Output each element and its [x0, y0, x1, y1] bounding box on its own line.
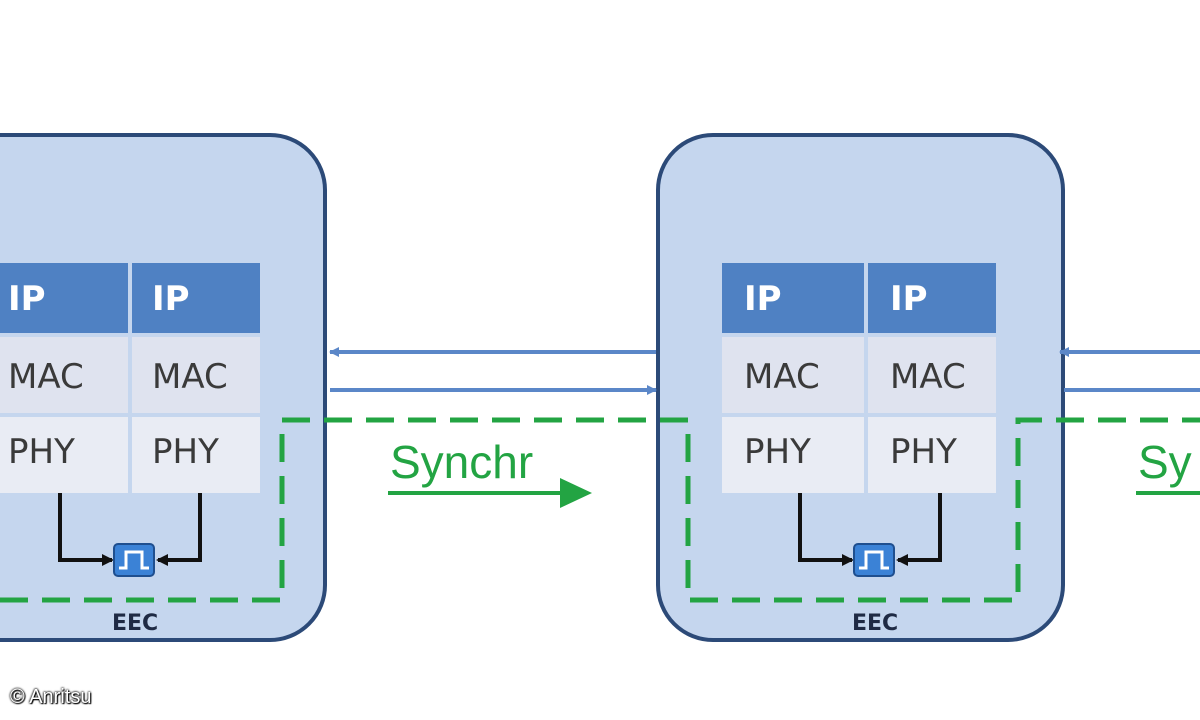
- sync-label: Synchr: [390, 436, 533, 488]
- eec-label-left: EEC: [112, 611, 158, 636]
- phy-cell-left-2: [132, 417, 260, 493]
- ip-cell-left-1: [0, 263, 128, 333]
- phy-cell-right-2: [868, 417, 996, 493]
- network-node-right: IP IP MAC MAC PHY PHY EEC: [656, 133, 1065, 642]
- network-node-left: IP IP MAC MAC PHY PHY EEC: [0, 133, 327, 642]
- mac-label-left-1: MAC: [8, 357, 84, 397]
- sync-arrow-head: [560, 478, 592, 508]
- mac-label-right-2: MAC: [890, 357, 966, 397]
- ip-label-left-2: IP: [152, 279, 190, 319]
- ip-cell-right-1: [722, 263, 864, 333]
- phy-label-right-1: PHY: [744, 432, 811, 472]
- mac-cell-left-2: [132, 337, 260, 413]
- clock-pulse-icon: [853, 543, 895, 577]
- phy-cell-left-1: [0, 417, 128, 493]
- ip-label-right-2: IP: [890, 279, 928, 319]
- ip-cell-right-2: [868, 263, 996, 333]
- clock-pulse-icon: [113, 543, 155, 577]
- phy-label-left-2: PHY: [152, 432, 219, 472]
- sync-path-left: [0, 417, 1200, 603]
- mac-cell-right-1: [722, 337, 864, 413]
- phy-to-eec-arrow-right-2: [896, 493, 942, 566]
- sync-label-partial: Sy: [1138, 436, 1192, 488]
- mac-label-right-1: MAC: [744, 357, 820, 397]
- phy-to-eec-arrow-left-2: [156, 493, 202, 566]
- ip-label-right-1: IP: [744, 279, 782, 319]
- ip-cell-left-2: [132, 263, 260, 333]
- copyright-notice: © Anritsu: [10, 686, 92, 708]
- mac-cell-right-2: [868, 337, 996, 413]
- eec-label-right: EEC: [852, 611, 898, 636]
- phy-cell-right-1: [722, 417, 864, 493]
- ip-label-left-1: IP: [8, 279, 46, 319]
- phy-to-eec-arrow-left-1: [58, 493, 114, 566]
- phy-to-eec-arrow-right-1: [798, 493, 854, 566]
- mac-cell-left-1: [0, 337, 128, 413]
- phy-label-left-1: PHY: [8, 432, 75, 472]
- mac-label-left-2: MAC: [152, 357, 228, 397]
- phy-label-right-2: PHY: [890, 432, 957, 472]
